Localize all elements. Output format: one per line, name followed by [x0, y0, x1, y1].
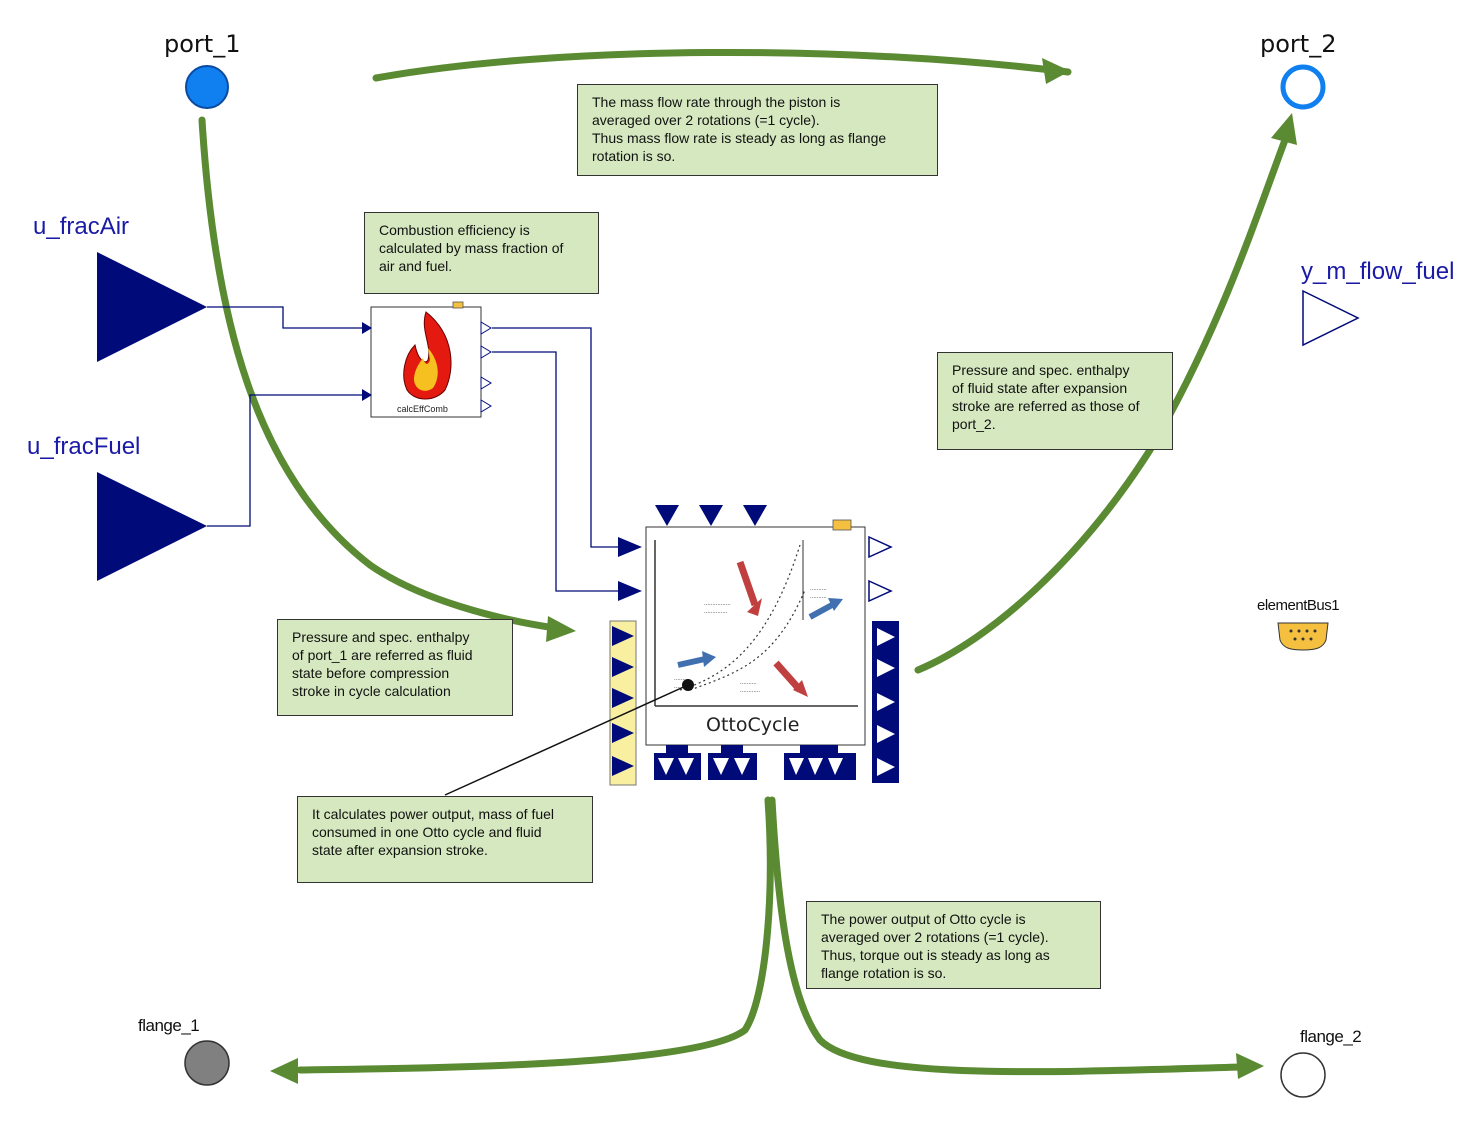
calc-note-pointer-dot [682, 679, 694, 691]
pv-diagram-icon: ................ .............. ........… [654, 540, 858, 707]
port-1-label: port_1 [164, 30, 241, 58]
element-bus-connector-icon[interactable] [1277, 622, 1329, 651]
note-calculation: It calculates power output, mass of fuel… [297, 796, 593, 883]
arrowhead-port2-up [1271, 113, 1297, 145]
calcEffComb-label: calcEffComb [397, 404, 448, 414]
arrow-otto-to-flange2 [768, 796, 1244, 1076]
ottocycle-label: OttoCycle [706, 714, 800, 736]
u-fracFuel-input-icon[interactable] [97, 472, 207, 581]
svg-text:..........: .......... [740, 680, 757, 686]
flow-arrows [198, 48, 1297, 1084]
calc-note-pointer [444, 684, 689, 796]
note-port1-state: Pressure and spec. enthalpy of port_1 ar… [277, 619, 513, 716]
svg-text:................: ................ [704, 601, 731, 607]
ottocycle-block[interactable]: ................ .............. ........… [609, 505, 899, 786]
y-m-flow-fuel-output-icon[interactable] [1302, 289, 1360, 347]
arrowhead-otto-in [546, 616, 576, 642]
arrow-port1-to-port2 [372, 48, 1072, 82]
calcEffComb-block[interactable] [362, 301, 492, 418]
arrowhead-port2 [1042, 58, 1070, 84]
note-mass-flow: The mass flow rate through the piston is… [577, 84, 938, 176]
signal-wires [207, 306, 620, 592]
arrow-otto-to-port2 [914, 136, 1289, 674]
flange-2-label: flange_2 [1300, 1027, 1362, 1046]
note-port2-state: Pressure and spec. enthalpy of fluid sta… [937, 352, 1173, 450]
svg-text:..........: .......... [810, 594, 827, 600]
arrow-port1-to-otto [198, 116, 559, 632]
flange-1-label: flange_1 [138, 1016, 200, 1035]
port-2-connector[interactable] [1280, 64, 1326, 110]
svg-text:..........: .......... [810, 586, 827, 592]
arrow-otto-to-flange1 [296, 796, 774, 1074]
u-fracAir-label: u_fracAir [33, 213, 130, 240]
u-fracAir-input-icon[interactable] [97, 252, 207, 362]
note-combustion-efficiency: Combustion efficiency is calculated by m… [364, 212, 599, 294]
arrowhead-flange1 [270, 1058, 298, 1084]
arrowhead-flange2 [1236, 1053, 1264, 1079]
flame-core-icon [414, 348, 438, 391]
svg-text:..............: .............. [704, 609, 728, 615]
bus-pins-icon [1289, 629, 1317, 641]
u-fracFuel-label: u_fracFuel [27, 433, 141, 460]
y-m-flow-fuel-label: y_m_flow_fuel [1301, 258, 1455, 285]
flange-2-connector[interactable] [1280, 1052, 1326, 1098]
svg-text:.........: ......... [674, 676, 689, 682]
flange-1-connector[interactable] [184, 1040, 230, 1086]
svg-text:............: ............ [740, 688, 760, 694]
note-power-output: The power output of Otto cycle is averag… [806, 901, 1101, 989]
element-bus-label: elementBus1 [1257, 597, 1340, 614]
port-1-connector[interactable] [185, 65, 229, 109]
port-2-label: port_2 [1260, 30, 1337, 58]
